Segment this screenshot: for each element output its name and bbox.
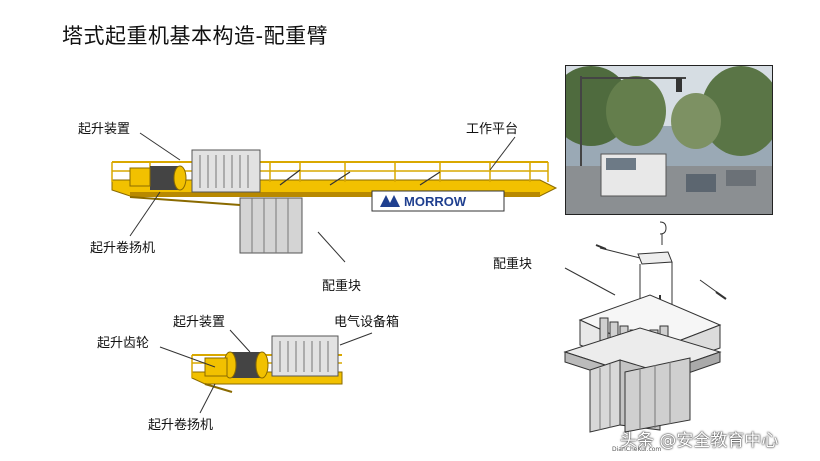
label-counterweight-right: 配重块 [493,257,533,272]
watermark-site: DianCheKui.com [612,446,662,453]
page-title: 塔式起重机基本构造-配重臂 [62,24,329,48]
hoist-winch-drum-bottom [204,351,269,379]
electrical-box-bottom [271,335,339,377]
label-counterweight-left: 配重块 [322,279,362,294]
electrical-box-top [191,149,261,193]
label-electrical-box: 电气设备箱 [334,315,400,330]
street-photo-image [566,66,772,214]
hoist-winch-drum-top [129,165,187,191]
label-work-platform: 工作平台 [466,122,519,137]
label-hoist-winch-top: 起升卷扬机 [90,241,156,256]
morrow-sign-text: MORROW [404,194,467,209]
label-hoist-gear: 起升齿轮 [97,336,150,351]
counterweight-isometric [563,221,727,433]
label-hoist-winch-bottom: 起升卷扬机 [148,418,214,433]
label-hoist-device-top: 起升装置 [78,122,131,137]
label-hoist-device-bottom: 起升装置 [173,315,226,330]
morrow-sign: MORROW [371,190,505,212]
watermark: 头条 @安全教育中心 [620,431,779,451]
street-photo [565,65,773,215]
counterweight-blocks-top [239,197,303,254]
